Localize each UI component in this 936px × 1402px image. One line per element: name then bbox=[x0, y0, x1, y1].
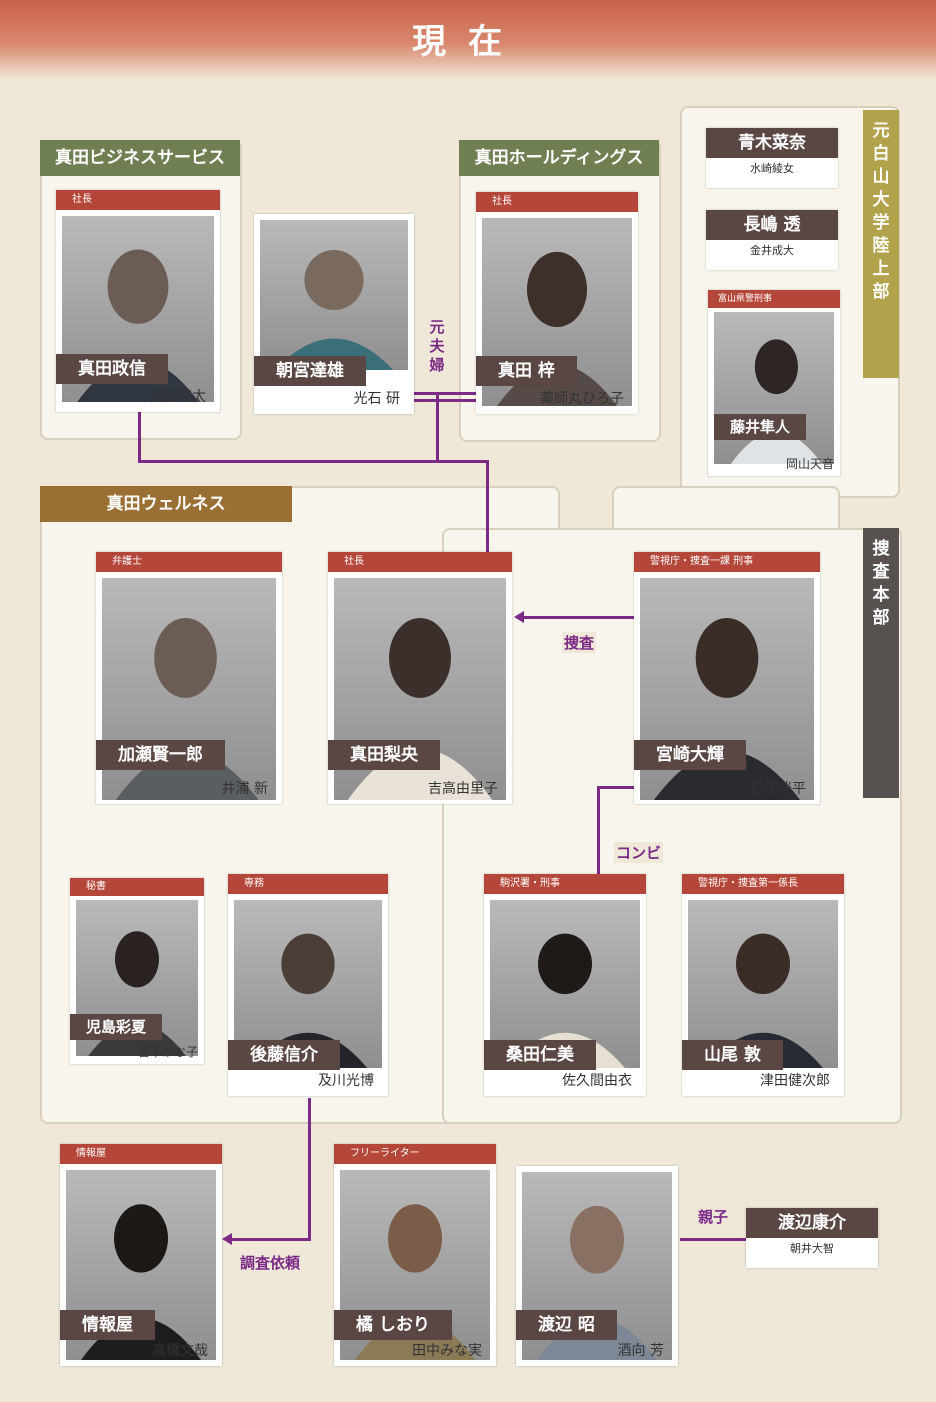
character-card-kuwata[interactable]: 駒沢署・刑事 桑田仁美 佐久間由衣 bbox=[484, 874, 646, 1096]
character-name: 桑田仁美 bbox=[484, 1040, 596, 1070]
actor-name: 光石 研 bbox=[353, 391, 400, 407]
line-request-v bbox=[308, 1098, 311, 1240]
header-banner bbox=[0, 0, 936, 80]
character-name: 真田政信 bbox=[56, 354, 168, 384]
role-badge: 専務 bbox=[228, 874, 388, 894]
character-card-goto[interactable]: 専務 後藤信介 及川光博 bbox=[228, 874, 388, 1096]
character-name: 真田梨央 bbox=[328, 740, 440, 770]
portrait-photo bbox=[688, 900, 838, 1068]
line-ex-couple-2 bbox=[414, 399, 476, 402]
actor-name: 奥野瑛太 bbox=[150, 389, 206, 405]
role-badge: 駒沢署・刑事 bbox=[484, 874, 646, 894]
character-name: 真田 梓 bbox=[476, 356, 577, 386]
character-card-aoki[interactable]: 青木菜奈 水崎綾女 bbox=[706, 128, 838, 188]
role-badge: 弁護士 bbox=[96, 552, 282, 572]
line-parents-down bbox=[436, 395, 439, 461]
actor-name: 及川光博 bbox=[318, 1073, 374, 1089]
character-card-rio[interactable]: 社長 真田梨央 吉高由里子 bbox=[328, 552, 512, 804]
character-name: 藤井隼人 bbox=[714, 414, 807, 440]
character-card-azusa[interactable]: 社長 真田 梓 薬師丸ひろ子 bbox=[476, 192, 638, 414]
group-wellness-label: 真田ウェルネス bbox=[40, 486, 292, 522]
actor-name: 酒向 芳 bbox=[617, 1343, 664, 1359]
role-badge: 富山県警刑事 bbox=[708, 290, 840, 308]
character-card-masanobu[interactable]: 社長 真田政信 奥野瑛太 bbox=[56, 190, 220, 412]
role-badge: 情報屋 bbox=[60, 1144, 222, 1164]
line-request-h bbox=[232, 1238, 311, 1241]
character-name: 朝宮達雄 bbox=[254, 356, 366, 386]
role-badge: 社長 bbox=[328, 552, 512, 572]
character-card-kase[interactable]: 弁護士 加瀬賢一郎 井浦 新 bbox=[96, 552, 282, 804]
relation-parent-child: 親子 bbox=[698, 1206, 729, 1227]
character-name: 加瀬賢一郎 bbox=[96, 740, 225, 770]
character-card-tachibana[interactable]: フリーライター 橘 しおり 田中みな実 bbox=[334, 1144, 496, 1366]
line-masanobu-down bbox=[138, 410, 141, 462]
actor-name: 津田健次郎 bbox=[760, 1073, 830, 1089]
arrow-request bbox=[222, 1233, 232, 1245]
line-investigate bbox=[524, 616, 634, 619]
character-card-informant[interactable]: 情報屋 情報屋 高橋文哉 bbox=[60, 1144, 222, 1366]
role-badge: 秘書 bbox=[70, 878, 204, 896]
actor-name: 岡山天音 bbox=[785, 457, 834, 471]
role-badge: 警視庁・捜査第一係長 bbox=[682, 874, 844, 894]
character-name: 青木菜奈 bbox=[706, 128, 838, 158]
relation-request: 調査依頼 bbox=[240, 1252, 301, 1273]
relation-ex-couple: 元夫婦 bbox=[429, 318, 445, 374]
line-to-rio bbox=[486, 460, 489, 552]
relation-investigate: 捜査 bbox=[562, 632, 597, 653]
portrait-photo bbox=[714, 312, 834, 464]
character-name: 児島彩夏 bbox=[70, 1014, 163, 1040]
line-ex-couple-1 bbox=[414, 392, 476, 395]
actor-name: 松下洸平 bbox=[750, 781, 806, 797]
character-name: 情報屋 bbox=[60, 1310, 155, 1340]
group-business-services-label: 真田ビジネスサービス bbox=[40, 140, 240, 176]
character-card-asamiya[interactable]: 朝宮達雄 光石 研 bbox=[254, 214, 414, 414]
group-holdings-label: 真田ホールディングス bbox=[459, 140, 659, 176]
character-name: 後藤信介 bbox=[228, 1040, 340, 1070]
actor-name: 井浦 新 bbox=[221, 781, 268, 797]
relation-combi: コンビ bbox=[614, 842, 664, 863]
character-card-nagashima[interactable]: 長嶋 透 金井成大 bbox=[706, 210, 838, 270]
character-card-miyazaki[interactable]: 警視庁・捜査一課 刑事 宮崎大輝 松下洸平 bbox=[634, 552, 820, 804]
role-badge: 社長 bbox=[56, 190, 220, 210]
character-name: 宮崎大輝 bbox=[634, 740, 746, 770]
arrow-investigate bbox=[514, 611, 524, 623]
character-card-fujii[interactable]: 富山県警刑事 藤井隼人 岡山天音 bbox=[708, 290, 840, 476]
actor-name: 高橋文哉 bbox=[152, 1343, 208, 1359]
actor-name: 朝井大智 bbox=[790, 1242, 834, 1255]
actor-name: 金井成大 bbox=[750, 244, 794, 257]
line-combi-h bbox=[597, 786, 635, 789]
character-name: 長嶋 透 bbox=[706, 210, 838, 240]
role-badge: 社長 bbox=[476, 192, 638, 212]
line-combi-v bbox=[597, 786, 600, 876]
actor-name: 宮下かな子 bbox=[137, 1045, 198, 1059]
character-name: 橘 しおり bbox=[334, 1310, 452, 1340]
line-top-horizontal bbox=[138, 460, 489, 463]
actor-name: 薬師丸ひろ子 bbox=[540, 391, 624, 407]
character-name: 渡辺康介 bbox=[746, 1208, 878, 1238]
role-badge: 警視庁・捜査一課 刑事 bbox=[634, 552, 820, 572]
group-investigation-label: 捜査本部 bbox=[863, 528, 899, 798]
character-name: 渡辺 昭 bbox=[516, 1310, 617, 1340]
portrait-photo bbox=[334, 578, 506, 800]
character-name: 山尾 敦 bbox=[682, 1040, 783, 1070]
actor-name: 田中みな実 bbox=[412, 1343, 482, 1359]
line-parent-child bbox=[680, 1238, 746, 1241]
role-badge: フリーライター bbox=[334, 1144, 496, 1164]
page-title: 現在 bbox=[412, 22, 524, 62]
character-card-kojima[interactable]: 秘書 児島彩夏 宮下かな子 bbox=[70, 878, 204, 1064]
character-card-yamao[interactable]: 警視庁・捜査第一係長 山尾 敦 津田健次郎 bbox=[682, 874, 844, 1096]
character-card-watanabe-akira[interactable]: 渡辺 昭 酒向 芳 bbox=[516, 1166, 678, 1366]
portrait-photo bbox=[260, 220, 408, 370]
actor-name: 水崎綾女 bbox=[750, 162, 794, 175]
group-university-label: 元白山大学陸上部 bbox=[863, 110, 899, 378]
actor-name: 佐久間由衣 bbox=[562, 1073, 632, 1089]
actor-name: 吉高由里子 bbox=[428, 781, 498, 797]
character-card-watanabe-kosuke[interactable]: 渡辺康介 朝井大智 bbox=[746, 1208, 878, 1268]
